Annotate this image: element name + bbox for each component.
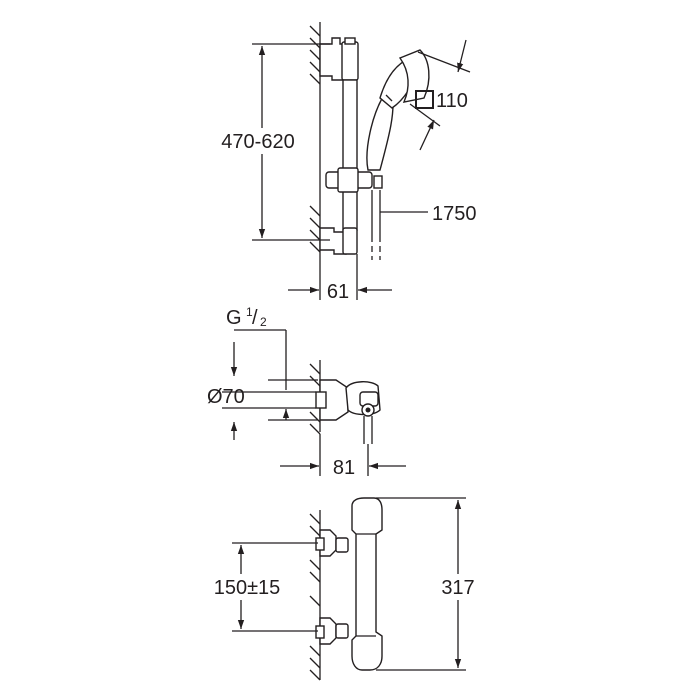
inlet-spacing-label: 150±15 bbox=[214, 577, 281, 599]
dim-rail-depth: 61 bbox=[288, 254, 392, 303]
hand-shower bbox=[366, 49, 430, 260]
svg-text:/: / bbox=[252, 307, 258, 329]
dim-mixer-depth: 81 bbox=[280, 434, 406, 479]
mixer-height-label: 317 bbox=[441, 577, 474, 599]
thread-denominator: 2 bbox=[260, 315, 267, 329]
dim-flange: Ø70 bbox=[207, 379, 318, 440]
mixer-body bbox=[351, 497, 383, 671]
mixer-depth-label: 81 bbox=[333, 457, 355, 479]
mixer-front-view: 150±15 317 bbox=[200, 497, 482, 681]
rail-depth-label: 61 bbox=[327, 281, 349, 303]
dim-rail-adjust: 470-620 bbox=[208, 43, 330, 241]
shower-rail-view: 470-620 110 1750 61 bbox=[208, 22, 477, 303]
dim-mixer-height: 317 bbox=[376, 497, 482, 671]
dim-handshower-size: 110 bbox=[409, 39, 471, 151]
handshower-size-label: 110 bbox=[436, 90, 468, 112]
wall-hatch-bottom bbox=[309, 510, 321, 681]
upper-inlet bbox=[315, 529, 349, 557]
rail-bar bbox=[342, 79, 358, 231]
mixer-side-view: G 1 / 2 Ø70 81 bbox=[207, 305, 406, 479]
rail-slider bbox=[325, 167, 373, 193]
square-icon bbox=[415, 90, 434, 109]
hose-length-label: 1750 bbox=[432, 203, 477, 225]
flange-diameter-label: Ø70 bbox=[207, 386, 245, 408]
dim-hose-length: 1750 bbox=[380, 203, 477, 225]
rail-upper-bracket bbox=[319, 37, 359, 81]
mixer-side-body bbox=[315, 379, 381, 444]
rail-adjust-label: 470-620 bbox=[221, 131, 294, 153]
thread-letter: G bbox=[226, 307, 242, 329]
wall-hatch-top bbox=[309, 22, 321, 258]
lower-inlet bbox=[315, 617, 349, 645]
dim-inlet-spacing: 150±15 bbox=[200, 542, 318, 632]
thread-numerator: 1 bbox=[246, 305, 253, 319]
dim-thread: G 1 / 2 bbox=[222, 305, 316, 420]
rail-lower-bracket bbox=[319, 227, 358, 255]
